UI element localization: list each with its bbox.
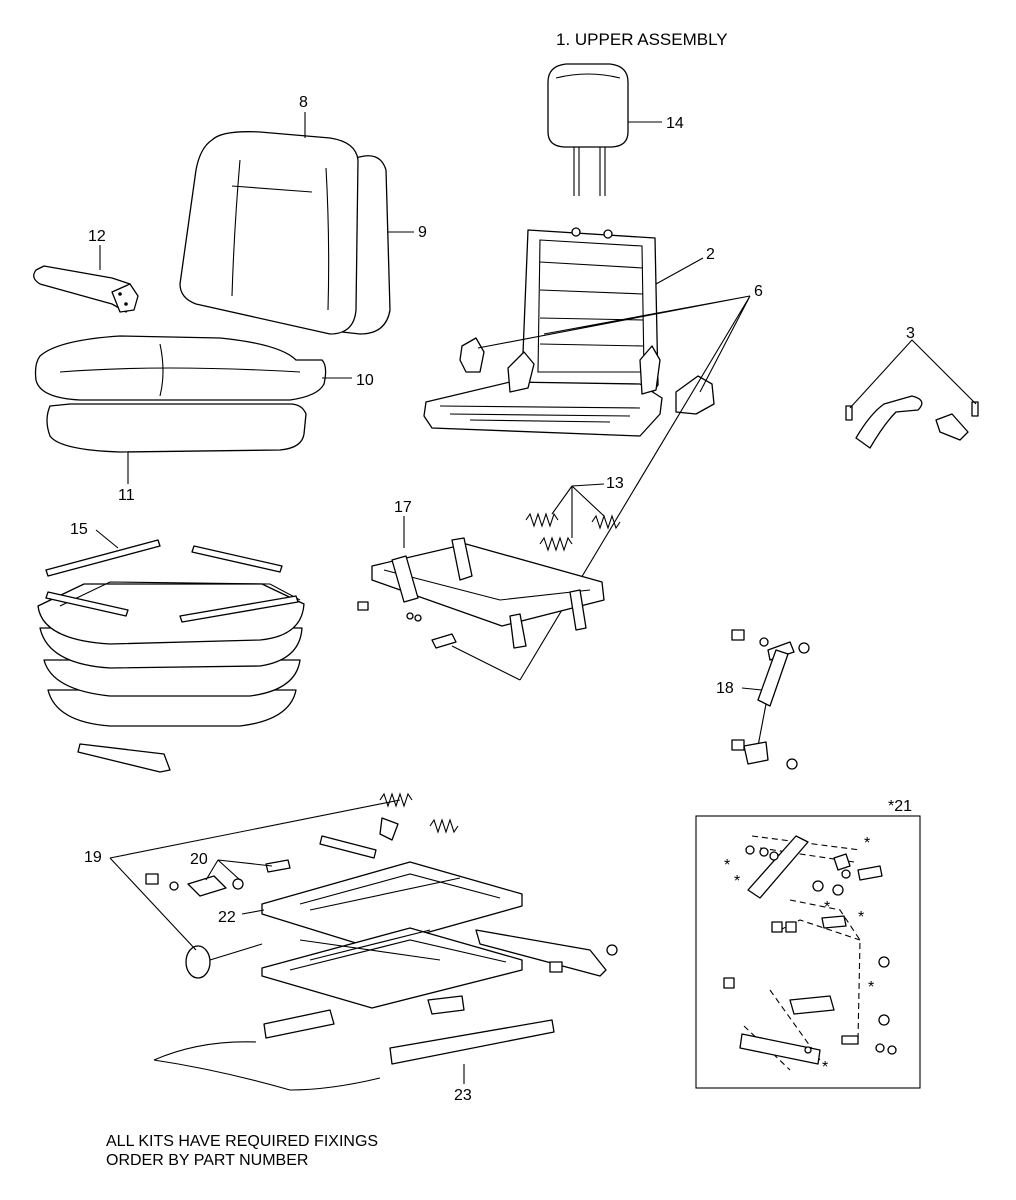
leader-22 [241, 909, 265, 915]
callout-10: 10 [356, 372, 374, 389]
spring-set-part [525, 512, 621, 552]
callout-21: *21 [888, 798, 912, 815]
kit-21-part [723, 835, 897, 1071]
footer-line-2: ORDER BY PART NUMBER [106, 1152, 309, 1169]
callout-2: 2 [706, 246, 715, 263]
svg-text:*: * [822, 1059, 828, 1076]
kit-21-inset-box [695, 815, 921, 1089]
leader-19 [109, 799, 401, 951]
armrest-part [33, 265, 139, 313]
svg-text:*: * [824, 899, 830, 916]
svg-text:*: * [858, 909, 864, 926]
footer-line-1: ALL KITS HAVE REQUIRED FIXINGS [106, 1133, 379, 1150]
carriage-part [357, 537, 605, 649]
callout-3: 3 [906, 325, 915, 342]
leader-2 [655, 257, 704, 285]
callout-23: 23 [454, 1087, 472, 1104]
callout-15: 15 [70, 521, 88, 538]
svg-text:*: * [864, 835, 870, 852]
callout-13: 13 [606, 475, 624, 492]
seat-frame-part [423, 227, 663, 437]
leader-6 [477, 295, 751, 681]
callout-20: 20 [190, 851, 208, 868]
leader-20 [205, 859, 273, 881]
svg-text:*: * [734, 873, 740, 890]
callout-12: 12 [88, 228, 106, 245]
callout-18: 18 [716, 680, 734, 697]
callout-17: 17 [394, 499, 412, 516]
callout-19: 19 [84, 849, 102, 866]
belt-bracket-part [845, 395, 979, 449]
asterisk-markers: ** ** ** * [724, 835, 874, 1076]
callout-9: 9 [418, 224, 427, 241]
callout-14: 14 [666, 115, 684, 132]
callout-6: 6 [754, 283, 763, 300]
bellows-base-part [37, 539, 305, 773]
seat-cushion-part [34, 335, 327, 453]
footer-notes: ALL KITS HAVE REQUIRED FIXINGS ORDER BY … [106, 1132, 378, 1170]
svg-text:*: * [868, 979, 874, 996]
leader-6b [451, 645, 521, 681]
upper-assembly-heading: 1. UPPER ASSEMBLY [556, 30, 728, 49]
leader-15 [95, 529, 119, 549]
backrest-cushion-part [179, 131, 391, 335]
callout-22: 22 [218, 909, 236, 926]
leader-18 [741, 687, 763, 691]
callout-11: 11 [118, 487, 135, 504]
leader-3 [849, 339, 977, 409]
callout-8: 8 [299, 94, 308, 111]
leader-13 [551, 483, 605, 538]
shock-absorber-part [731, 629, 810, 770]
lower-suspension-part [145, 792, 618, 1091]
svg-text:*: * [724, 857, 730, 874]
headrest-part [547, 63, 629, 196]
